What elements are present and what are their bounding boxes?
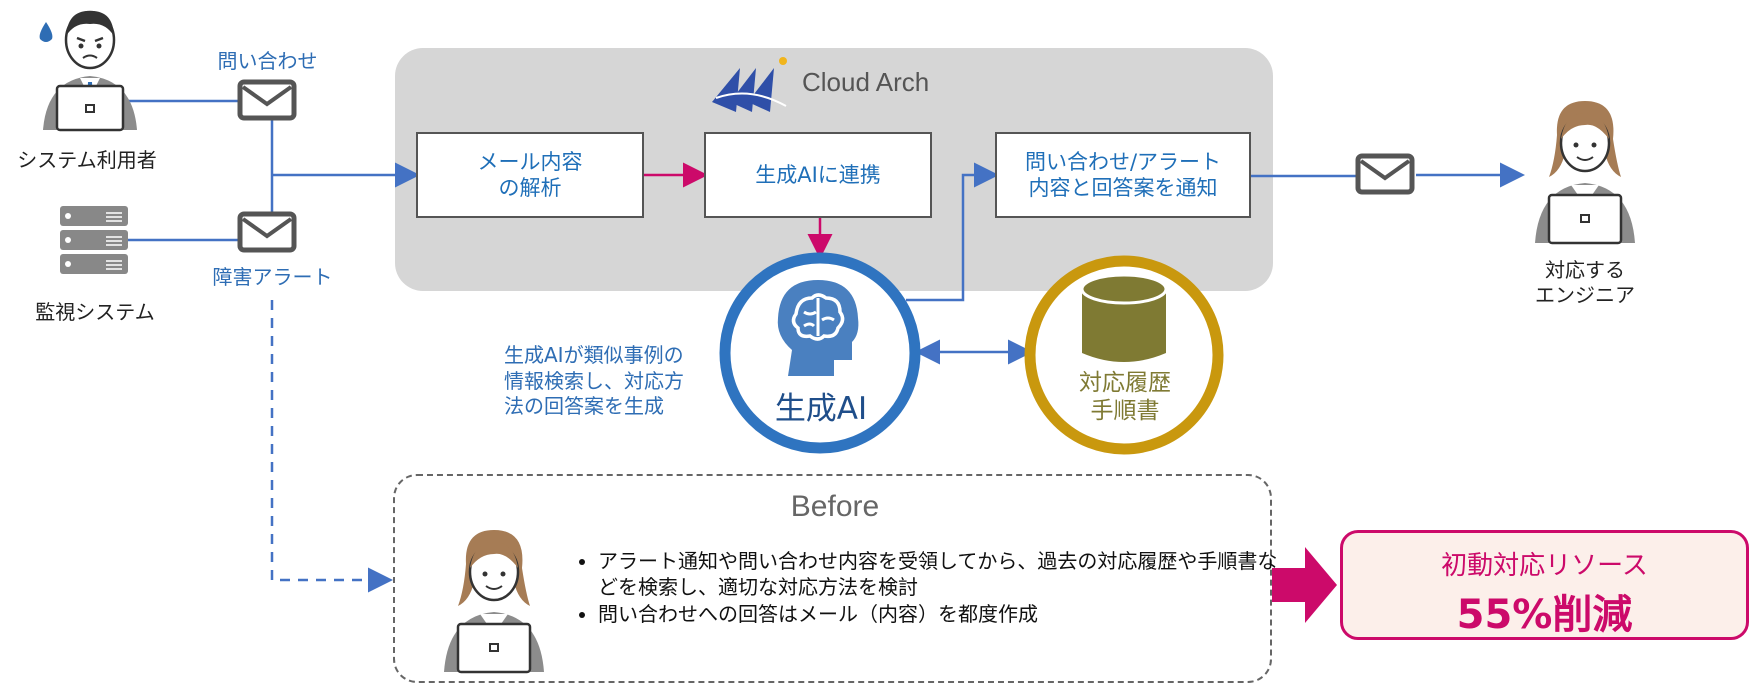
mail-icon [237, 211, 297, 253]
sweat-drop-icon [39, 22, 53, 42]
server-icon [60, 206, 128, 274]
database-line: 対応履歴 [1079, 370, 1171, 396]
inquiry-label: 問い合わせ [217, 49, 318, 73]
before-title: Before [790, 490, 880, 523]
result-box: 初動対応リソース 55%削減 [1340, 530, 1749, 640]
alert-label: 障害アラート [212, 265, 333, 289]
ai-note-line: 生成AIが類似事例の [504, 343, 684, 367]
monitor-label: 監視システム [35, 300, 155, 324]
ai-label: 生成AI [774, 391, 868, 427]
user-label: システム利用者 [17, 148, 157, 172]
engineer-label-line: 対応する [1545, 258, 1625, 282]
analyze-mail-box: メール内容 の解析 [416, 132, 644, 218]
engineer-person-icon [1535, 101, 1635, 245]
mail-icon [1355, 153, 1415, 195]
cloud-arch-logo-icon [712, 57, 787, 112]
link-ai-box: 生成AIに連携 [704, 132, 932, 218]
before-panel [393, 474, 1272, 683]
engineer-label-line: エンジニア [1535, 283, 1635, 307]
engineer-label: 対応する エンジニア [1515, 258, 1655, 308]
result-line1: 初動対応リソース [1441, 551, 1648, 581]
database-label: 対応履歴 手順書 [1040, 370, 1210, 425]
user-person-icon [43, 10, 137, 132]
before-bullet-list: アラート通知や問い合わせ内容を受領してから、過去の対応履歴や手順書などを検索し、… [570, 548, 1288, 627]
database-circle [1024, 255, 1224, 455]
ai-note-line: 情報検索し、対応方 [504, 368, 684, 393]
brain-head-icon [777, 280, 859, 376]
result-line2: 55%削減 [1456, 592, 1633, 638]
before-bullet: アラート通知や問い合わせ内容を受領してから、過去の対応履歴や手順書などを検索し、… [598, 548, 1288, 601]
ai-note: 生成AIが類似事例の 情報検索し、対応方 法の回答案を生成 [504, 343, 684, 420]
before-bullet: 問い合わせへの回答はメール（内容）を都度作成 [598, 601, 1288, 627]
brand-name: Cloud Arch [802, 67, 930, 97]
database-line: 手順書 [1090, 397, 1160, 424]
operator-person-icon [444, 530, 544, 674]
notify-box: 問い合わせ/アラート 内容と回答案を通知 [995, 132, 1251, 218]
mail-icon [237, 79, 297, 121]
ai-note-line: 法の回答案を生成 [504, 394, 664, 419]
